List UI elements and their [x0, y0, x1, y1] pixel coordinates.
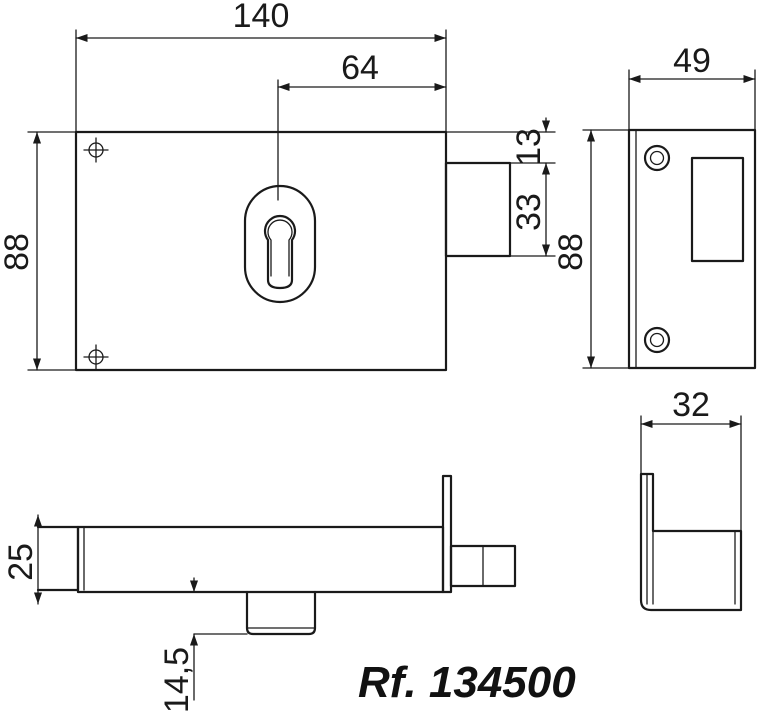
dim-cylinder-offset: 64: [277, 49, 447, 92]
dim-case-depth: 25: [2, 514, 43, 605]
dim-label-88-left: 88: [0, 233, 36, 271]
cylinder-projection: [245, 590, 317, 636]
dim-label-32: 32: [672, 386, 710, 424]
dim-label-49: 49: [673, 42, 711, 80]
dim-label-33: 33: [510, 193, 548, 231]
strike-opening: [690, 156, 745, 263]
front-view: [74, 79, 512, 372]
dim-height-left: 88: [0, 131, 77, 371]
strike-screw-bottom: [643, 326, 671, 354]
screw-hole-top: [83, 137, 109, 163]
dim-label-25: 25: [2, 543, 40, 581]
dim-label-88-right: 88: [552, 233, 590, 271]
faceplate-flange: [441, 474, 453, 594]
dim-label-64: 64: [341, 49, 379, 87]
strike-plate-outline: [627, 128, 757, 370]
dim-label-13: 13: [510, 128, 548, 166]
dim-cylinder-projection: 14,5: [158, 577, 248, 713]
dim-width-total: 140: [75, 0, 447, 133]
strike-side-view: [639, 472, 743, 612]
dim-label-140: 140: [233, 0, 290, 35]
bolt-front: [444, 161, 512, 258]
dim-height-strike: 88: [552, 129, 630, 369]
lock-case-outline: [74, 130, 448, 372]
dim-bolt: 13 33: [445, 117, 556, 257]
dim-strike-width: 49: [628, 42, 756, 131]
dim-label-14-5: 14,5: [158, 647, 196, 713]
dim-strike-depth: 32: [640, 386, 742, 532]
screw-hole-bottom: [83, 344, 109, 370]
reference-label: Rf. 134500: [358, 658, 576, 707]
cylinder-escutcheon: [243, 184, 317, 304]
strike-plate-view: [627, 128, 757, 370]
lock-top-view: [36, 474, 517, 636]
lock-body-top: [76, 525, 445, 594]
strike-screw-top: [643, 144, 671, 172]
